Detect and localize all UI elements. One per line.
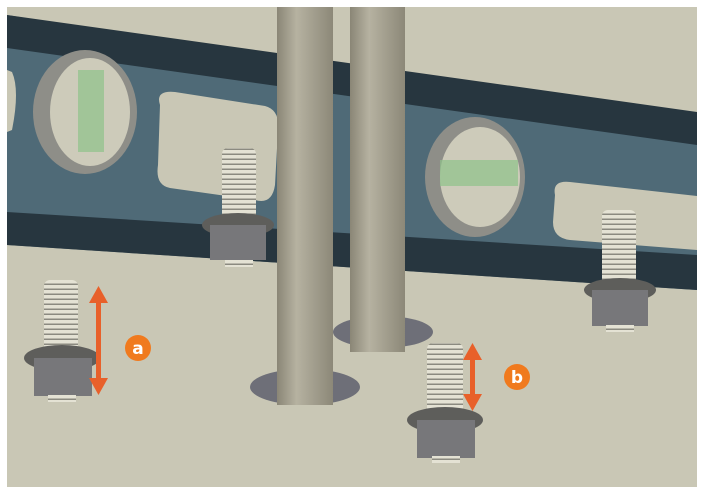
label-a-badge: a	[125, 335, 151, 361]
pipe	[277, 7, 333, 405]
label-b-badge: b	[504, 364, 530, 390]
label-a: a	[132, 339, 143, 359]
leveling-bolt-b	[407, 343, 483, 463]
leveling-bolt	[584, 210, 656, 332]
horizontal-vial-icon	[440, 160, 518, 186]
label-b: b	[511, 368, 523, 388]
leveling-bolt	[202, 148, 274, 267]
pipe	[350, 7, 405, 352]
beam-cutout	[7, 70, 16, 132]
leveling-bolt-a	[24, 280, 100, 402]
double-arrow-a-icon	[89, 286, 108, 395]
double-arrow-b-icon	[463, 343, 482, 411]
beam-cutout	[157, 91, 279, 201]
vertical-vial-icon	[78, 70, 104, 152]
